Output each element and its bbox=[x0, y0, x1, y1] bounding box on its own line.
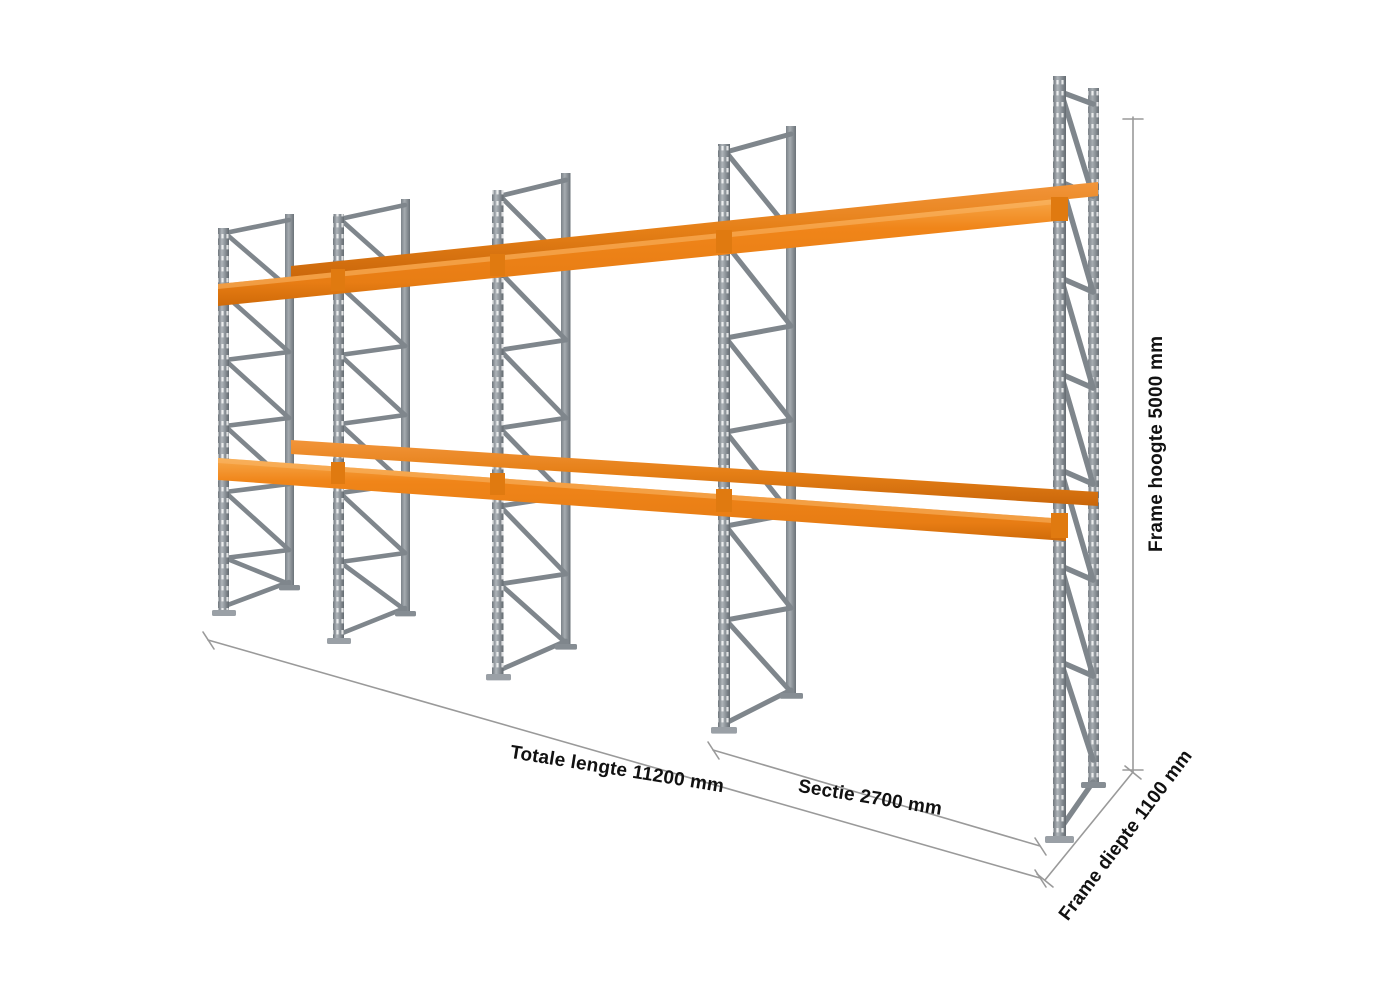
frame-5-front-upright bbox=[1053, 76, 1066, 838]
frame-4-front-upright bbox=[718, 144, 730, 729]
rack-frames bbox=[212, 76, 1106, 843]
frame-1-base-plates bbox=[212, 585, 300, 616]
rack-frame-5 bbox=[1045, 76, 1106, 843]
dimension-line-section bbox=[707, 741, 1047, 856]
beam-level-2-connectors bbox=[331, 462, 1068, 538]
beam-level-2-front-rail bbox=[218, 458, 1066, 541]
dimension-line-total-length bbox=[202, 631, 1047, 888]
frame-4-rear-upright bbox=[786, 126, 796, 695]
dimension-lines bbox=[202, 116, 1144, 888]
dimension-line-frame-height bbox=[1122, 116, 1144, 773]
frame-3-rear-upright bbox=[561, 173, 571, 646]
frame-1-rear-upright bbox=[285, 214, 294, 587]
beam-level-1-front-rail bbox=[218, 198, 1066, 306]
frame-2-base-plates bbox=[327, 611, 416, 644]
rack-frame-1 bbox=[212, 214, 300, 616]
beam-level-2-back-rail bbox=[291, 440, 1098, 506]
frame-1-front-upright bbox=[218, 228, 229, 612]
dimension-line-frame-depth bbox=[1036, 765, 1142, 888]
beam-level-1-connectors bbox=[331, 197, 1068, 291]
frame-3-front-upright bbox=[492, 190, 504, 676]
rack-frame-2 bbox=[327, 199, 416, 644]
dimension-label-frame-height: Frame hoogte 5000 mm bbox=[1146, 335, 1167, 552]
frame-4-base-plates bbox=[711, 693, 803, 734]
rack-beams bbox=[218, 182, 1098, 541]
frame-5-base-plates bbox=[1045, 782, 1106, 843]
frame-3-base-plates bbox=[486, 644, 577, 681]
frame-5-bracing bbox=[1058, 89, 1096, 831]
frame-5-rear-upright bbox=[1088, 88, 1099, 784]
frame-2-front-upright bbox=[333, 214, 344, 640]
frame-2-rear-upright bbox=[401, 199, 410, 613]
